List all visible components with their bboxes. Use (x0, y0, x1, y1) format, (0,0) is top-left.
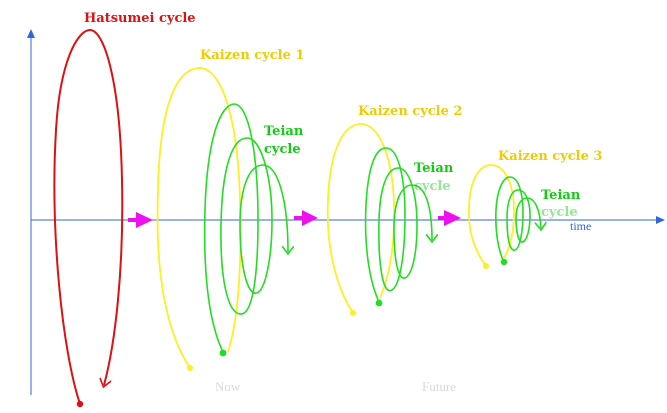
kaizen-cycle-3-label: Kaizen cycle 3 (498, 149, 602, 164)
teian-cycle-1-spiral (203, 103, 288, 353)
teian-cycle-2-spiral (364, 147, 432, 303)
future-label: Future (422, 379, 456, 394)
transition-arrow-3 (438, 210, 461, 226)
teian-cycle-3-label-line2: cycle (541, 205, 578, 220)
kaizen-cycle-1-start-dot (187, 365, 193, 371)
teian-cycle-2-label-line1: Teian (414, 161, 454, 176)
teian-cycle-2-start-dot (375, 299, 383, 307)
transition-arrow-2 (294, 210, 318, 226)
now-label: Now (215, 379, 241, 394)
hatsumei-cycle-loop (53, 28, 124, 405)
teian-cycle-1-start-dot (219, 349, 227, 357)
teian-cycle-3-start-dot (500, 258, 508, 266)
kaizen-cycle-2-start-dot (350, 310, 356, 316)
time-axis-label: time (570, 219, 591, 233)
teian-cycle-1-label-line2: cycle (264, 142, 301, 157)
teian-cycle-1-label-line1: Teian (264, 124, 304, 139)
kaizen-cycle-3-start-dot (483, 263, 489, 269)
transition-arrow-1 (128, 212, 153, 228)
teian-cycle-3-label-line1: Teian (541, 188, 581, 203)
hatsumei-cycle-label: Hatsumei cycle (84, 11, 196, 26)
kaizen-cycle-3-loop (468, 164, 515, 267)
hatsumei-start-dot (76, 400, 84, 408)
kaizen-cycle-2-label: Kaizen cycle 2 (358, 104, 462, 119)
teian-cycle-2-label-line2: cycle (414, 179, 451, 194)
kaizen-cycle-1-loop (156, 67, 242, 369)
teian-cycle-3-spiral (495, 176, 541, 263)
kaizen-cycle-1-label: Kaizen cycle 1 (200, 48, 304, 63)
